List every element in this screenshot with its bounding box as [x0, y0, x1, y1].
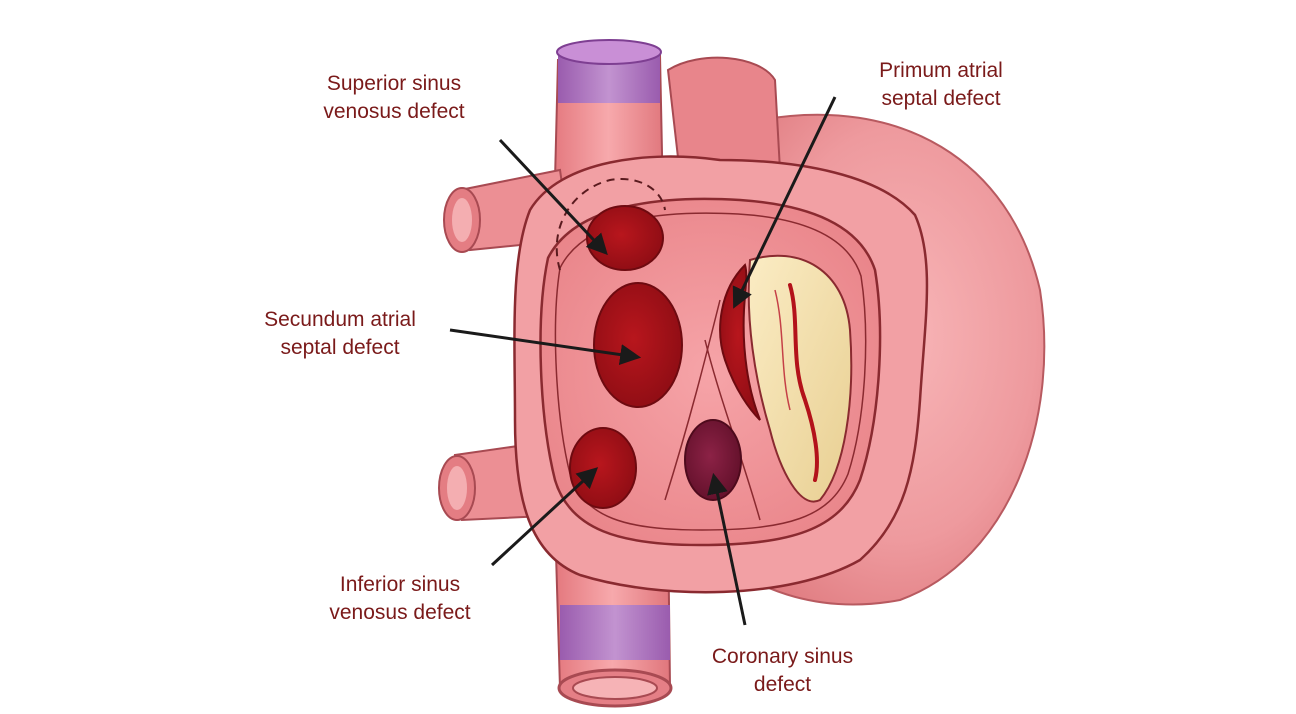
label-inferior-line1: Inferior sinus	[339, 573, 461, 596]
label-primum-atrial-septal-defect: Primum atrial septal defect	[856, 57, 1026, 113]
label-secundum-line2: septal defect	[280, 336, 400, 359]
secundum-defect	[593, 282, 683, 408]
arrow-superior	[498, 138, 608, 256]
superior-sinus-venosus-defect	[586, 205, 664, 271]
aorta-vessel	[666, 56, 782, 177]
label-primum-line2: septal defect	[881, 87, 1001, 110]
label-coronary-sinus-defect: Coronary sinus defect	[690, 643, 875, 699]
label-inferior-line2: venosus defect	[329, 601, 471, 624]
label-superior-line2: venosus defect	[323, 100, 465, 123]
tricuspid-valve	[747, 254, 853, 503]
label-inferior-sinus-venosus-defect: Inferior sinus venosus defect	[305, 571, 495, 627]
label-superior-line1: Superior sinus	[326, 72, 462, 95]
label-coronary-line2: defect	[753, 673, 812, 696]
arrow-coronary	[707, 472, 747, 626]
label-coronary-line1: Coronary sinus	[711, 645, 854, 668]
svc-opening	[556, 39, 662, 65]
label-primum-line1: Primum atrial	[879, 59, 1003, 82]
arrow-primum	[732, 96, 837, 309]
label-superior-sinus-venosus-defect: Superior sinus venosus defect	[304, 70, 484, 126]
inferior-sinus-venosus-defect	[569, 427, 637, 509]
label-secundum-line1: Secundum atrial	[264, 308, 416, 331]
coronary-sinus-defect	[684, 419, 742, 501]
arrow-inferior	[490, 467, 599, 567]
ivc-band	[560, 605, 670, 660]
arrow-secundum	[449, 328, 642, 365]
label-secundum-atrial-septal-defect: Secundum atrial septal defect	[240, 306, 440, 362]
superior-defect-dashed-outline	[555, 178, 666, 271]
